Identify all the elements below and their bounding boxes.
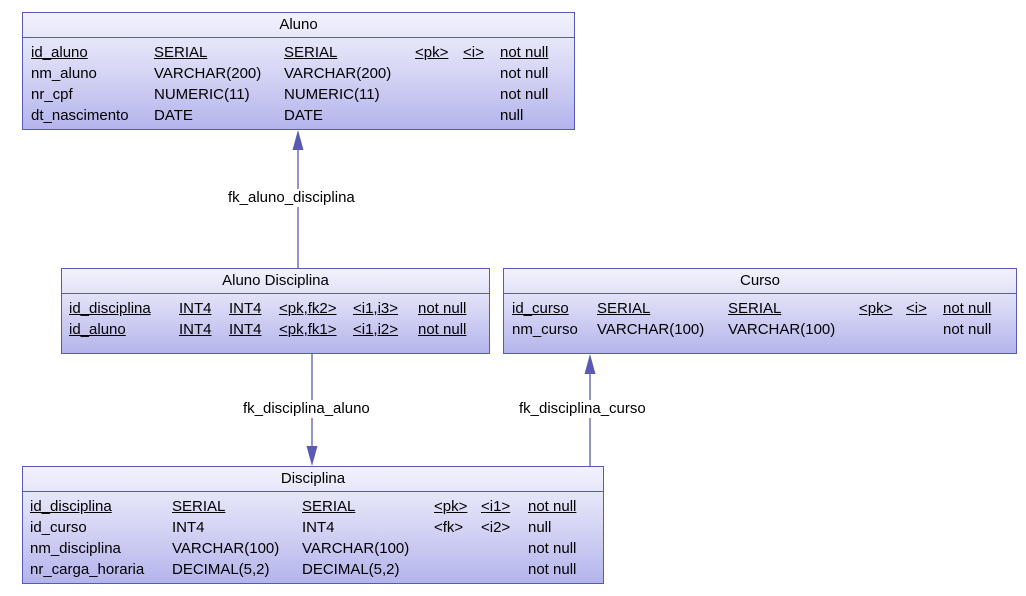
column-index: <i> [906,300,927,317]
column-name: id_disciplina [69,300,151,317]
column-type-physical: DECIMAL(5,2) [302,561,400,578]
column-name: nm_curso [512,321,578,338]
entity-title: Disciplina [23,467,603,492]
column-key: <pk> [859,300,893,317]
column-type: SERIAL [172,498,226,515]
column-index: <i1> [481,498,511,515]
column-nullable: not null [500,44,549,61]
label-fk-aluno-disciplina: fk_aluno_disciplina [228,189,355,207]
column-type: SERIAL [597,300,651,317]
column-index: <i1,i2> [353,321,399,338]
attribute-row: id_disciplina SERIAL SERIAL <pk> <i1> not nul… [23,496,603,517]
attribute-row: nr_cpf NUMERIC(11) NUMERIC(11) not null [23,84,574,105]
arrowhead-aluno [292,130,304,150]
arrowhead-disciplina [306,446,318,466]
column-nullable: not null [528,561,577,578]
column-nullable: null [528,519,552,536]
column-name: id_curso [512,300,569,317]
column-type: VARCHAR(100) [597,321,705,338]
column-index: <i> [463,44,484,61]
column-name: id_disciplina [30,498,112,515]
entity-aluno[interactable]: Aluno id_aluno SERIAL SERIAL <pk> <i> not nul… [22,12,575,130]
column-nullable: not null [943,300,992,317]
column-type-physical: SERIAL [728,300,782,317]
column-type-physical: SERIAL [302,498,356,515]
column-nullable: not null [418,300,467,317]
column-name: id_curso [30,519,87,536]
column-nullable: not null [943,321,992,338]
column-type: NUMERIC(11) [154,86,250,103]
column-type-physical: INT4 [229,300,262,317]
column-type: DECIMAL(5,2) [172,561,270,578]
column-nullable: not null [500,86,549,103]
column-type: INT4 [172,519,205,536]
column-type-physical: SERIAL [284,44,338,61]
column-name: nr_carga_horaria [30,561,145,578]
attribute-row: dt_nascimento DATE DATE null [23,105,574,126]
entity-disciplina[interactable]: Disciplina id_disciplina SERIAL SERIAL <pk>… [22,466,604,584]
entity-title: Aluno Disciplina [62,269,489,294]
column-type-physical: INT4 [229,321,262,338]
column-name: id_aluno [69,321,126,338]
column-type: SERIAL [154,44,208,61]
column-key: <pk> [434,498,468,515]
column-type-physical: INT4 [302,519,335,536]
attribute-row: id_curso SERIAL SERIAL <pk> <i> not null [504,298,1016,319]
column-type-physical: NUMERIC(11) [284,86,380,103]
column-index: <i2> [481,519,511,536]
attribute-row: nm_disciplina VARCHAR(100) VARCHAR(100) not… [23,538,603,559]
column-key: <pk,fk2> [279,300,337,317]
entity-curso[interactable]: Curso id_curso SERIAL SERIAL <pk> <i> not nul… [503,268,1017,354]
label-fk-disciplina-aluno: fk_disciplina_aluno [243,400,370,418]
column-type-physical: DATE [284,107,323,124]
attribute-row: nr_carga_horaria DECIMAL(5,2) DECIMAL(5,2)… [23,559,603,580]
column-key: <pk,fk1> [279,321,337,338]
attribute-row: id_curso INT4 INT4 <fk> <i2> null [23,517,603,538]
column-nullable: null [500,107,524,124]
column-nullable: not null [528,540,577,557]
column-name: nr_cpf [31,86,73,103]
column-type-physical: VARCHAR(100) [302,540,410,557]
column-type: VARCHAR(200) [154,65,262,82]
column-nullable: not null [418,321,467,338]
column-type: INT4 [179,300,212,317]
column-index: <i1,i3> [353,300,399,317]
entity-title: Aluno [23,13,574,38]
column-type: DATE [154,107,193,124]
column-name: dt_nascimento [31,107,129,124]
column-nullable: not null [500,65,549,82]
column-name: nm_disciplina [30,540,121,557]
column-nullable: not null [528,498,577,515]
column-key: <fk> [434,519,464,536]
column-type-physical: VARCHAR(200) [284,65,392,82]
column-type: VARCHAR(100) [172,540,280,557]
attribute-row: id_disciplina INT4 INT4 <pk,fk2> <i1,i3> not … [62,298,489,319]
label-fk-disciplina-curso: fk_disciplina_curso [519,400,646,418]
attribute-row: id_aluno INT4 INT4 <pk,fk1> <i1,i2> not null [62,319,489,340]
column-name: id_aluno [31,44,88,61]
column-key: <pk> [415,44,449,61]
attribute-row: nm_aluno VARCHAR(200) VARCHAR(200) not null [23,63,574,84]
column-type: INT4 [179,321,212,338]
attribute-row: nm_curso VARCHAR(100) VARCHAR(100) not null [504,319,1016,340]
column-name: nm_aluno [31,65,97,82]
attribute-row: id_aluno SERIAL SERIAL <pk> <i> not null [23,42,574,63]
column-type-physical: VARCHAR(100) [728,321,836,338]
arrowhead-curso [584,354,596,374]
entity-title: Curso [504,269,1016,294]
